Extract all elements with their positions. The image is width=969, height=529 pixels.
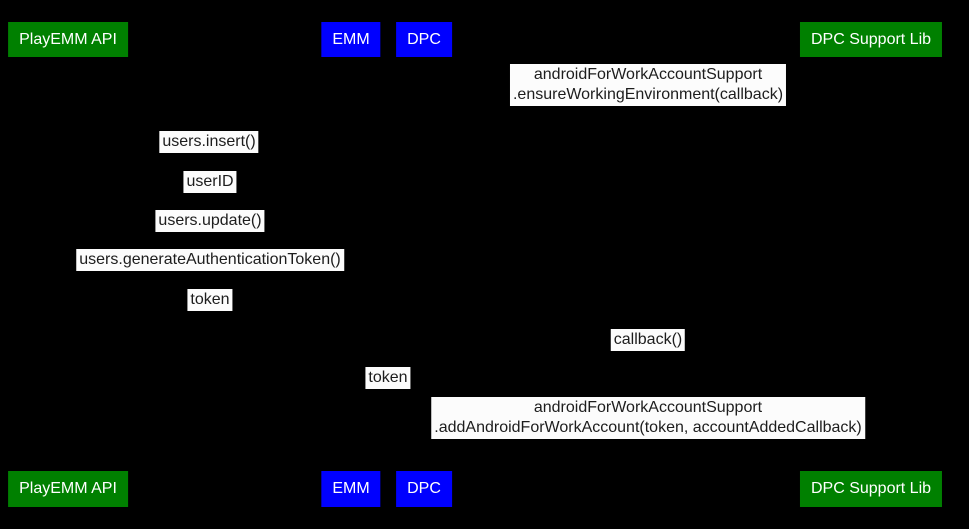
- actor-playemm-api-bottom: PlayEMM API: [8, 471, 128, 507]
- message-line: users.update(): [158, 212, 262, 229]
- actor-playemm-api-top: PlayEMM API: [8, 22, 128, 57]
- message-line: users.insert(): [162, 133, 256, 150]
- message-generate-authentication-token: users.generateAuthenticationToken(): [76, 249, 344, 271]
- message-line: androidForWorkAccountSupport: [533, 66, 763, 83]
- message-line: users.generateAuthenticationToken(): [79, 251, 341, 268]
- message-line: androidForWorkAccountSupport: [533, 399, 763, 416]
- message-ensure-working-environment: androidForWorkAccountSupport .ensureWork…: [509, 64, 787, 106]
- message-line: token: [190, 291, 230, 308]
- message-add-android-for-work-account: androidForWorkAccountSupport .addAndroid…: [431, 397, 865, 439]
- actor-dpc-support-lib-bottom: DPC Support Lib: [799, 471, 943, 507]
- message-userid: userID: [183, 171, 237, 193]
- actor-emm-bottom: EMM: [321, 471, 381, 507]
- message-line: userID: [186, 173, 234, 190]
- actor-emm-top: EMM: [321, 22, 381, 57]
- actor-dpc-support-lib-top: DPC Support Lib: [799, 22, 943, 57]
- message-line: .addAndroidForWorkAccount(token, account…: [434, 419, 862, 436]
- message-callback: callback(): [610, 329, 686, 351]
- message-token-to-dpc: token: [365, 367, 411, 389]
- actor-dpc-top: DPC: [396, 22, 452, 57]
- message-token-to-emm: token: [187, 289, 233, 311]
- message-users-insert: users.insert(): [159, 131, 259, 153]
- message-line: .ensureWorkingEnvironment(callback): [512, 86, 784, 103]
- message-line: callback(): [613, 331, 683, 348]
- message-users-update: users.update(): [155, 210, 265, 232]
- message-line: token: [368, 369, 408, 386]
- actor-dpc-bottom: DPC: [396, 471, 452, 507]
